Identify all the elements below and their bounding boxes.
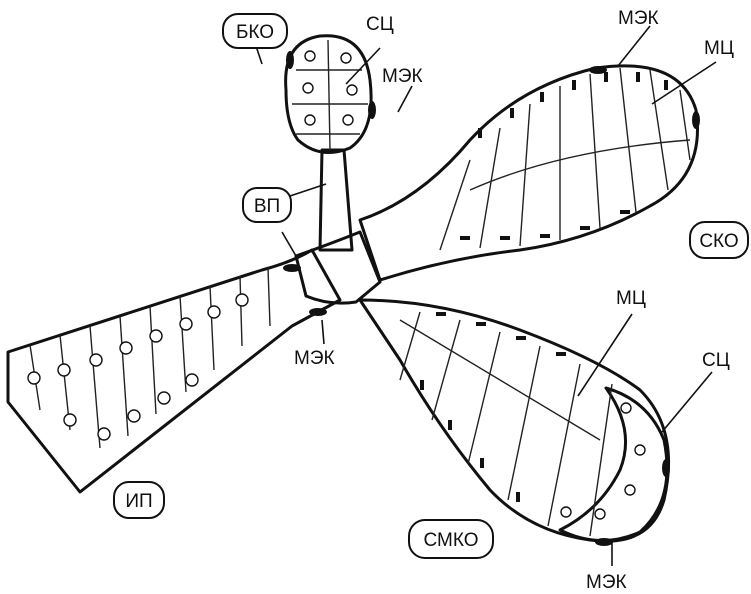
label-mek-top-center: МЭК [382,66,423,87]
label-sc-right: СЦ [702,350,730,371]
serous-cells-top [292,40,368,150]
label-mc-right: МЦ [616,288,646,309]
label-mek-bottom: МЭК [586,572,627,593]
label-ip: ИП [114,482,164,518]
label-mek-top-right: МЭК [618,8,659,29]
duct-cells [28,268,270,448]
label-bko: БКО [223,14,287,48]
mucous-cells-right [440,68,690,250]
svg-text:ИП: ИП [125,491,152,512]
label-vp: ВП [243,188,291,222]
label-mc-top: МЦ [704,38,734,59]
label-sc-top: СЦ [366,14,394,35]
gland-outline [8,36,698,541]
svg-text:СМКО: СМКО [424,530,479,551]
svg-text:БКО: БКО [236,22,274,43]
svg-text:СКО: СКО [699,231,738,252]
label-mek-center: МЭК [294,348,335,369]
svg-text:ВП: ВП [254,196,280,217]
label-sko: СКО [690,222,748,258]
mucous-cells-lower [400,312,645,536]
label-smko: СМКО [409,520,493,558]
